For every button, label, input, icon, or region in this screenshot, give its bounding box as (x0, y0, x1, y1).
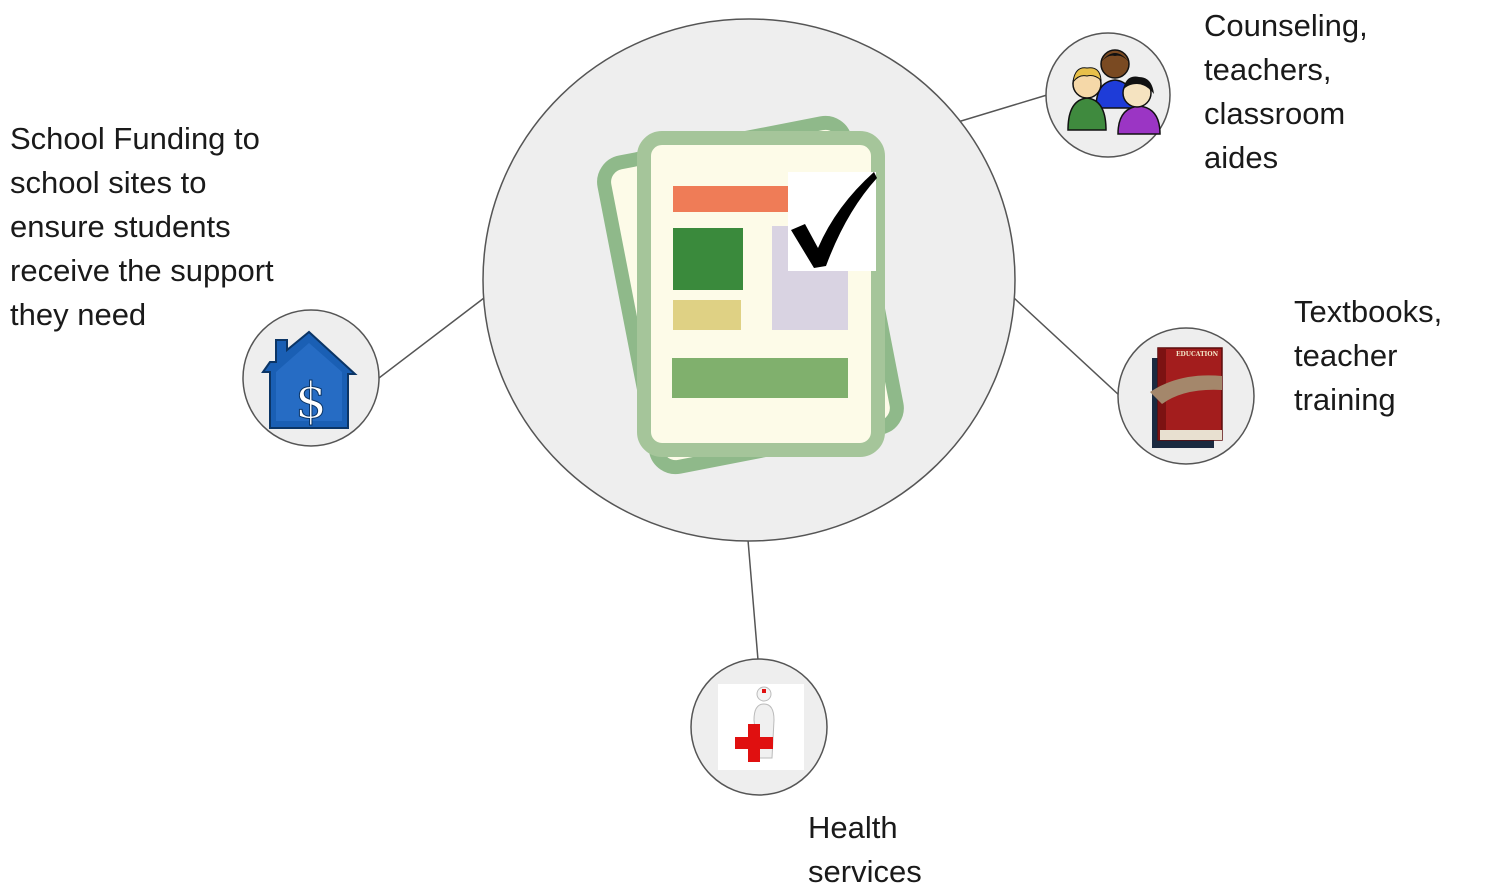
book-title: EDUCATION (1176, 351, 1219, 358)
node-materials: EDUCATION (1117, 327, 1255, 465)
node-funding: $ (242, 309, 380, 447)
label-staff: Counseling, teachers, classroom aides (1204, 4, 1368, 180)
label-line: Counseling, (1204, 8, 1368, 43)
label-line: Health (808, 810, 898, 845)
doc-bar-orange (673, 186, 791, 212)
label-line: services (808, 854, 922, 889)
label-line: teachers, (1204, 52, 1332, 87)
label-line: classroom (1204, 96, 1346, 131)
connector-funding (378, 297, 485, 379)
nurse-red-cross-icon (718, 684, 804, 770)
education-book-icon: EDUCATION (1150, 347, 1223, 448)
label-line: training (1294, 382, 1396, 417)
label-health: Health services (808, 806, 922, 894)
label-line: school sites to (10, 165, 207, 200)
label-line: School Funding to (10, 121, 260, 156)
doc-block-tan (673, 300, 741, 330)
hub (482, 18, 1016, 542)
doc-block-green (673, 228, 743, 290)
connector-health (747, 539, 759, 661)
label-line: they need (10, 297, 147, 332)
label-line: receive the support (10, 253, 274, 288)
label-line: aides (1204, 140, 1279, 175)
label-line: ensure students (10, 209, 231, 244)
label-funding: School Funding to school sites to ensure… (10, 117, 274, 337)
node-health (690, 658, 828, 796)
doc-bar-green (672, 358, 848, 398)
connector-materials (1013, 297, 1121, 397)
checkmark-icon (791, 172, 877, 268)
checklist-document-icon (597, 115, 904, 475)
house-dollar-icon: $ (261, 330, 358, 431)
node-staff (1045, 32, 1171, 158)
label-materials: Textbooks, teacher training (1294, 290, 1442, 422)
people-group-icon (1067, 49, 1161, 135)
label-line: Textbooks, (1294, 294, 1443, 329)
svg-text:$: $ (295, 372, 327, 430)
label-line: teacher (1294, 338, 1398, 373)
